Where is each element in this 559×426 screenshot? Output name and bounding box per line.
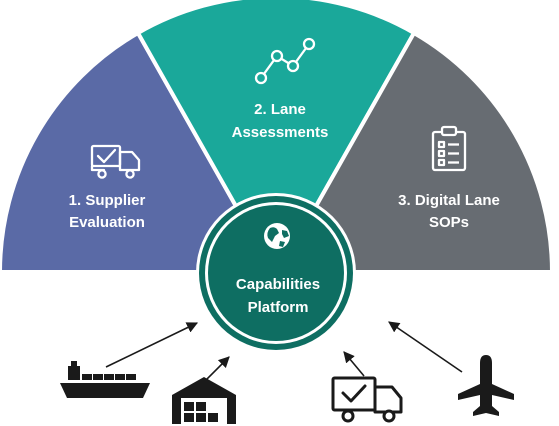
hub-label-line2: Platform <box>248 299 309 316</box>
arrow-ship-to-hub <box>105 322 199 368</box>
segment-digital-lane-sops-label-line1: 3. Digital Lane <box>398 192 500 209</box>
truck-check-icon <box>90 144 141 179</box>
segment-lane-assessments-label-line2: Assessments <box>232 124 329 141</box>
arrow-truck-to-hub <box>343 351 365 377</box>
clipboard-checklist-icon <box>431 125 467 172</box>
hub-label-line1: Capabilities <box>236 276 320 293</box>
segment-digital-lane-sops[interactable]: 3. Digital Lane SOPs <box>312 30 555 274</box>
segment-digital-lane-sops-label-line2: SOPs <box>429 214 469 231</box>
segment-supplier-evaluation-label-line2: Evaluation <box>69 214 145 231</box>
cargo-ship-icon <box>60 361 150 398</box>
segment-supplier-evaluation-label-line1: 1. Supplier <box>69 192 146 209</box>
segment-lane-assessments-label-line1: 2. Lane <box>254 101 306 118</box>
delivery-truck-check-icon <box>331 376 403 423</box>
warehouse-icon <box>172 377 236 424</box>
segment-supplier-evaluation[interactable]: 1. Supplier Evaluation <box>0 30 240 274</box>
airplane-icon <box>458 355 514 416</box>
capabilities-platform-hub[interactable]: Capabilities Platform <box>196 193 356 353</box>
hub-circle <box>208 205 344 341</box>
route-nodes-icon <box>254 37 316 85</box>
globe-icon <box>264 223 290 249</box>
arrow-airplane-to-hub <box>388 321 463 373</box>
